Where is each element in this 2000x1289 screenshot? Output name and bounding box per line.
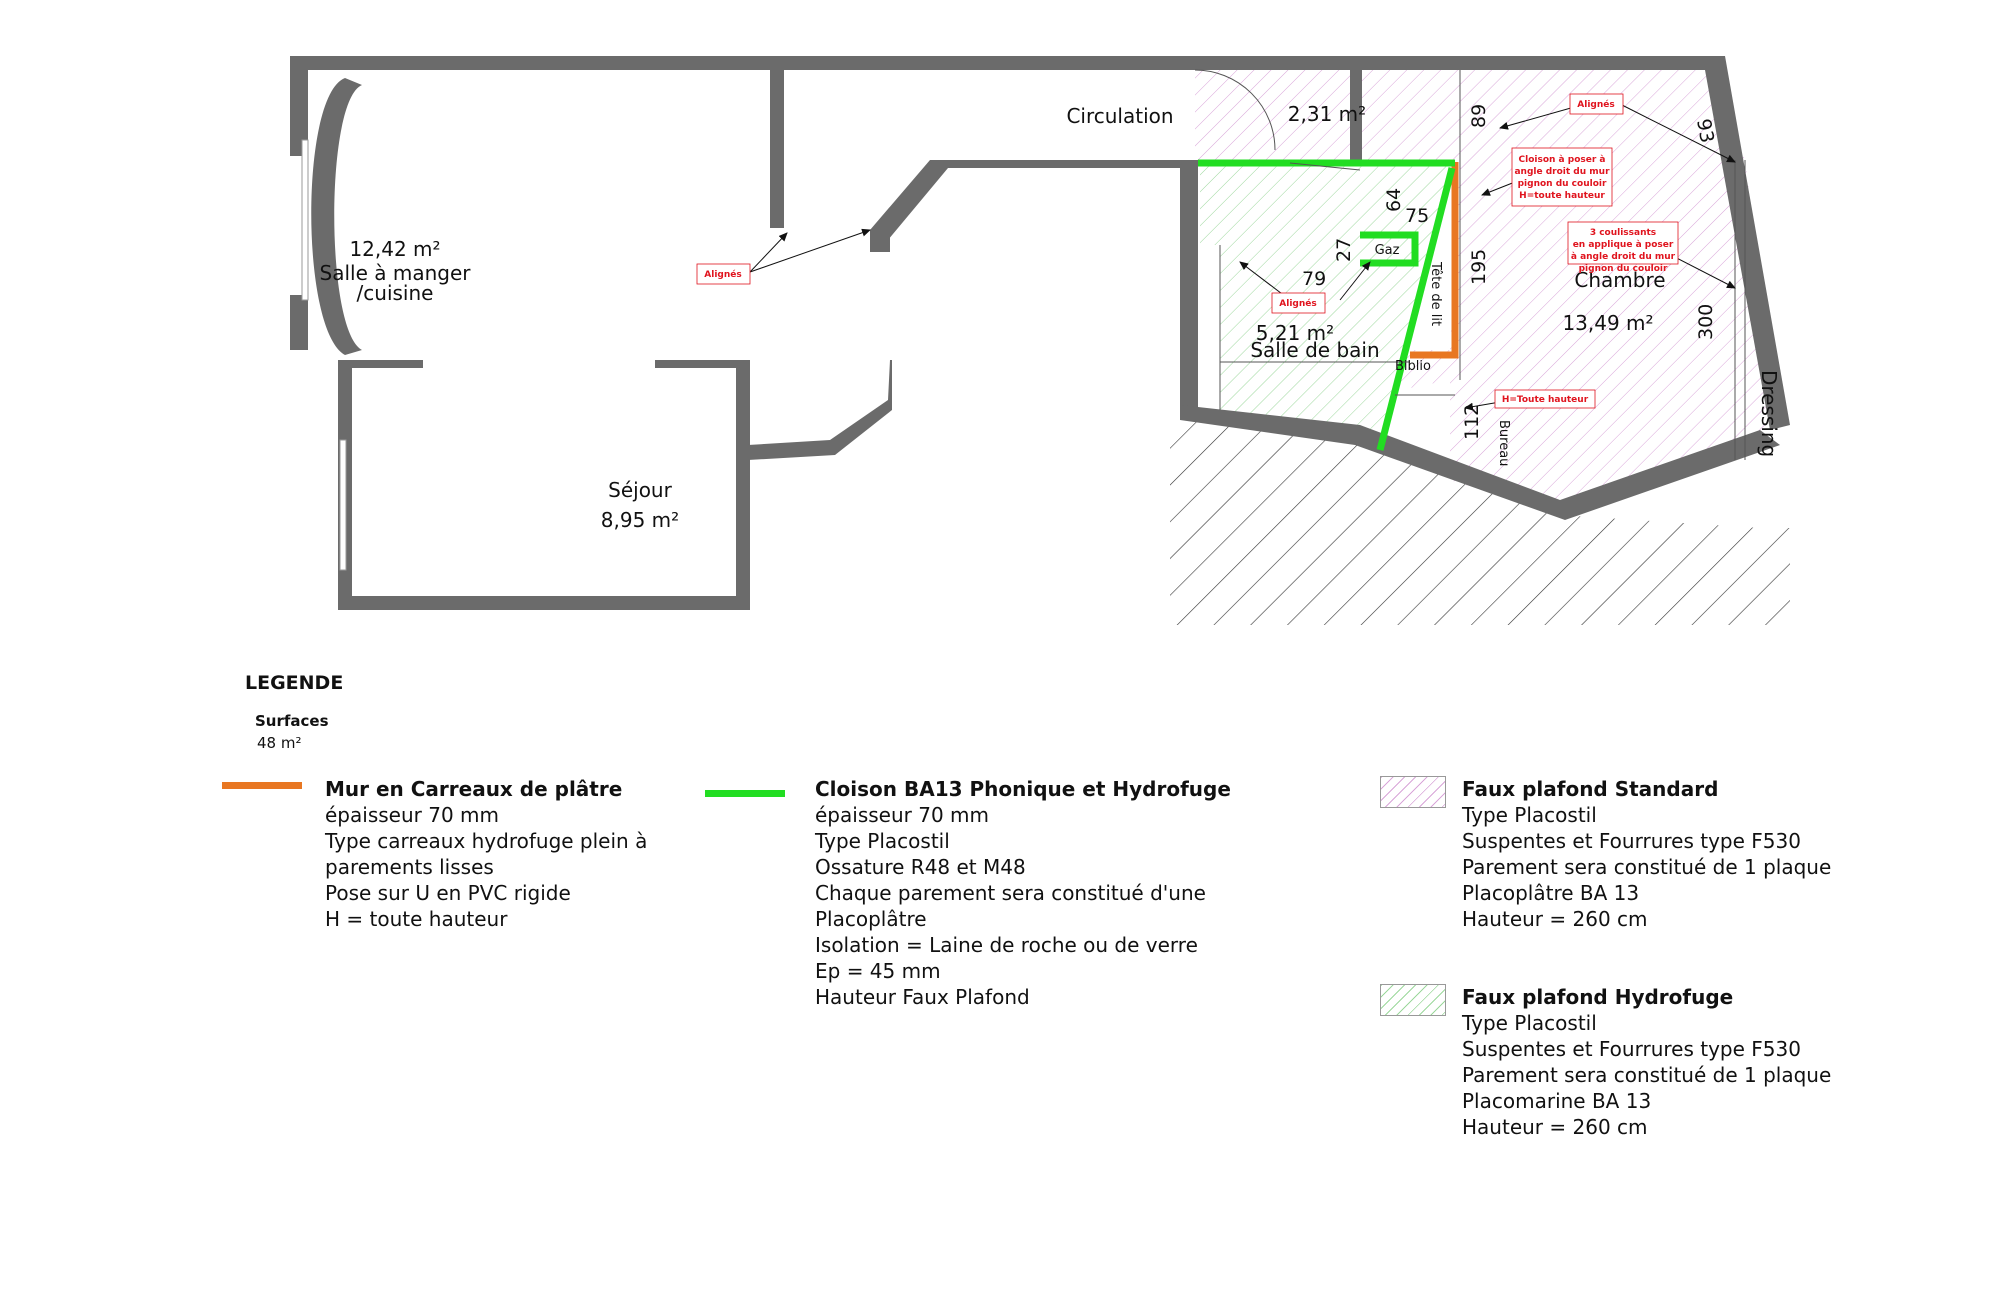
svg-text:H=Toute hauteur: H=Toute hauteur bbox=[1502, 395, 1589, 405]
cloison-ba13 bbox=[1198, 159, 1456, 451]
note-cloison: Cloison à poser à angle droit du mur pig… bbox=[1511, 147, 1613, 207]
room-area-sdb: 5,21 m² bbox=[1256, 321, 1334, 345]
svg-text:Alignés: Alignés bbox=[704, 269, 741, 280]
svg-text:en applique à poser: en applique à poser bbox=[1573, 240, 1674, 250]
room-name-gaz: Gaz bbox=[1375, 243, 1400, 258]
dim-27: 27 bbox=[1333, 238, 1355, 262]
svg-text:angle droit du mur: angle droit du mur bbox=[1514, 167, 1610, 177]
svg-text:Cloison à poser à: Cloison à poser à bbox=[1519, 155, 1606, 165]
note-alignes-3: Alignés bbox=[1569, 93, 1624, 115]
note-coulissants: 3 coulissants en applique à poser à angl… bbox=[1567, 221, 1679, 274]
room-name-bureau: Bureau bbox=[1496, 420, 1511, 466]
room-name-circulation: Circulation bbox=[1066, 104, 1173, 128]
faux-plafond-standard-zone bbox=[1195, 70, 1780, 515]
room-name-cuisine: /cuisine bbox=[357, 281, 434, 305]
room-name-salle-a-manger: Salle à manger bbox=[320, 261, 472, 285]
room-name-sejour: Séjour bbox=[608, 478, 672, 502]
interior-lines bbox=[1194, 69, 1746, 460]
svg-text:3 coulissants: 3 coulissants bbox=[1590, 228, 1656, 238]
room-name-biblio: Biblio bbox=[1395, 359, 1431, 374]
window-frame bbox=[301, 139, 309, 301]
note-alignes-1: Alignés bbox=[696, 263, 751, 285]
dim-112: 112 bbox=[1461, 404, 1483, 440]
room-area-chambre: 13,49 m² bbox=[1562, 311, 1653, 335]
dim-89: 89 bbox=[1468, 104, 1490, 128]
svg-text:pignon du couloir: pignon du couloir bbox=[1579, 264, 1668, 274]
svg-text:pignon du couloir: pignon du couloir bbox=[1518, 179, 1607, 189]
room-name-sdb: Salle de bain bbox=[1250, 338, 1379, 362]
dim-79: 79 bbox=[1302, 268, 1326, 290]
walls bbox=[290, 56, 1790, 610]
svg-text:Alignés: Alignés bbox=[1279, 298, 1316, 309]
mur-carreaux-platre bbox=[1410, 162, 1459, 359]
bay-window bbox=[311, 78, 362, 355]
svg-text:à angle droit du mur: à angle droit du mur bbox=[1571, 252, 1676, 262]
svg-text:Alignés: Alignés bbox=[1577, 99, 1614, 110]
room-name-tete-de-lit: Tête de lit bbox=[1428, 261, 1443, 326]
note-alignes-2: Alignés bbox=[1271, 292, 1326, 314]
dim-75: 75 bbox=[1405, 205, 1429, 227]
dim-64: 64 bbox=[1383, 188, 1405, 212]
room-area-salle-a-manger: 12,42 m² bbox=[349, 237, 440, 261]
note-h-toute-hauteur: H=Toute hauteur bbox=[1494, 389, 1596, 409]
room-name-chambre: Chambre bbox=[1574, 268, 1665, 292]
svg-text:H=toute hauteur: H=toute hauteur bbox=[1519, 191, 1605, 201]
exterior-ground-hatch bbox=[1170, 415, 1790, 625]
room-area-sejour: 8,95 m² bbox=[601, 508, 679, 532]
dim-195: 195 bbox=[1468, 249, 1490, 285]
dim-93: 93 bbox=[1692, 117, 1718, 145]
room-area-wc: 2,31 m² bbox=[1288, 102, 1366, 126]
window-frame-sejour bbox=[339, 439, 347, 571]
dim-300: 300 bbox=[1695, 304, 1717, 340]
room-name-dressing: Dressing bbox=[1757, 370, 1781, 457]
